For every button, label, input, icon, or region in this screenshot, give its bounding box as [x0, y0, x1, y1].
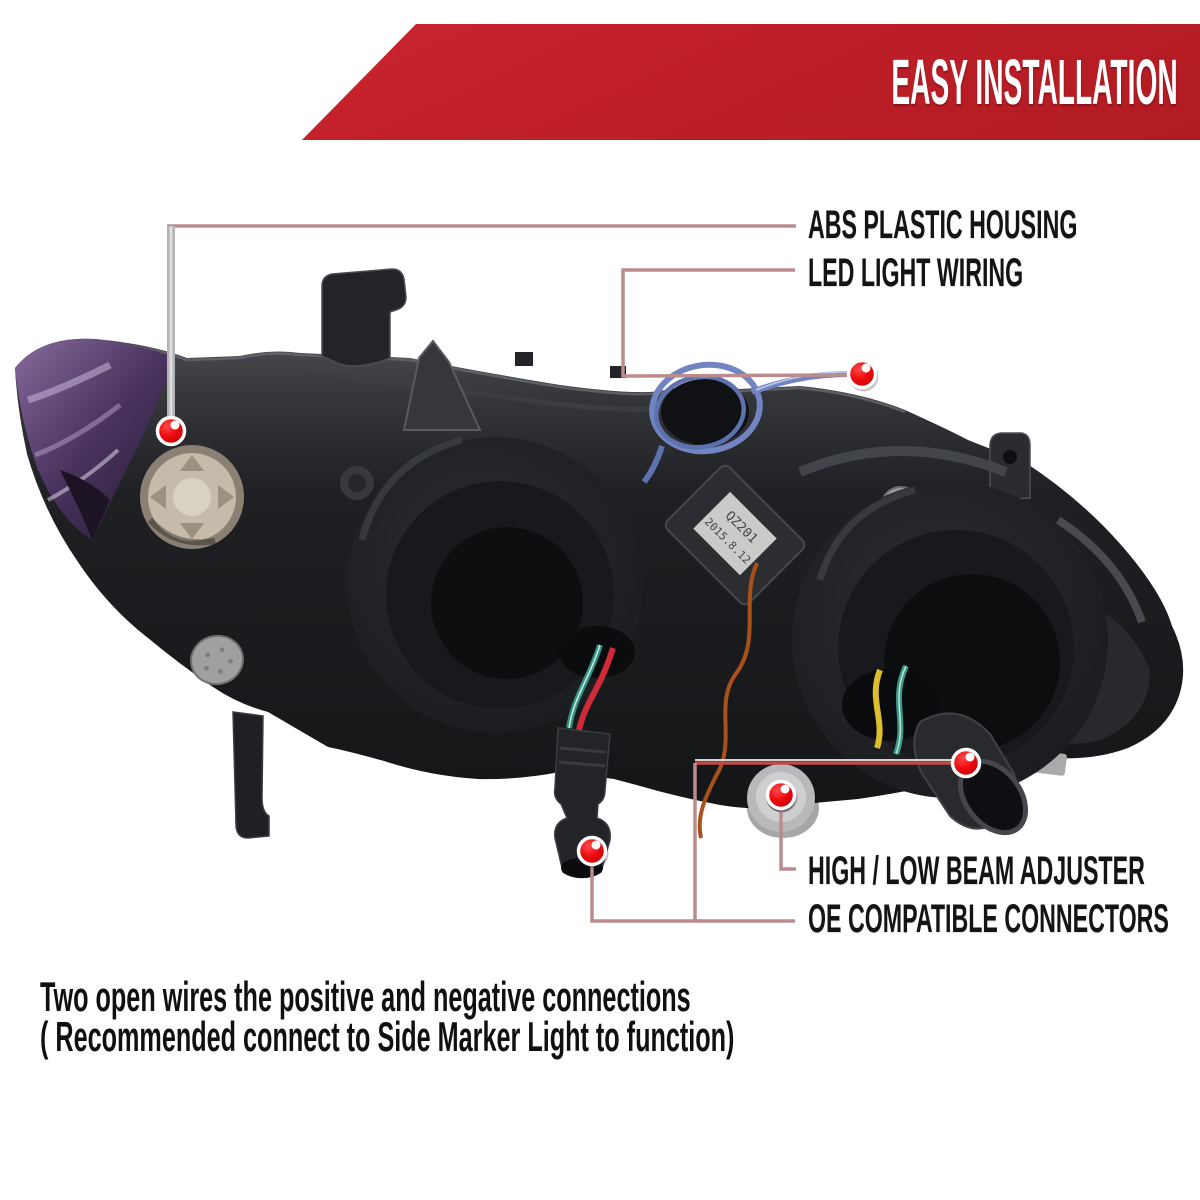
lens-tip [15, 338, 176, 540]
product-sticker [693, 491, 777, 576]
blue-wire-loop-outer [649, 361, 763, 455]
marker-dot-led [846, 358, 879, 392]
marker-dot-abs [155, 415, 188, 449]
ballast-module: QZ201 2015.8.12 [664, 464, 806, 606]
cap-dot [218, 669, 223, 674]
callout-high-low-beam-adjuster: HIGH / LOW BEAM ADJUSTER [808, 849, 1145, 893]
left-projector-bowl [347, 436, 643, 733]
bottom-bracket [232, 711, 270, 839]
right-tab [989, 432, 1031, 501]
yellow-wire [872, 668, 883, 749]
blue-wire-loop-inner [653, 374, 747, 450]
marker-dot-oe-right [950, 747, 983, 781]
bottom-bracket-body [232, 711, 270, 839]
dot-highlight [780, 784, 790, 794]
lens-dark-fang [60, 470, 110, 540]
dot-highlight [170, 420, 180, 430]
dot-body [765, 779, 797, 811]
left-socket-wires [566, 644, 616, 731]
right-arc-2 [1055, 516, 1146, 624]
orange-wire-path [697, 562, 759, 839]
teal-wire-left-core [568, 644, 601, 729]
red-wire [576, 647, 616, 731]
dot-body [950, 747, 982, 779]
connector-rib [559, 746, 607, 754]
right-bowl-hole [842, 669, 938, 741]
blue-wire-tail [641, 445, 665, 484]
blade-fin [402, 339, 482, 431]
gray-cap-left-body [190, 634, 244, 686]
cap-dot [204, 665, 209, 671]
right-bowl-rim-light [816, 486, 916, 581]
leader-led [621, 268, 849, 378]
dot-highlight [591, 840, 601, 850]
title-banner: EASY INSTALLATION [302, 24, 1200, 140]
right-arc-1 [798, 446, 1008, 477]
leader-lines [167, 224, 952, 923]
left-bowl-dome [431, 527, 583, 679]
right-tab-body [989, 432, 1031, 501]
callout-led-light-wiring: LED LIGHT WIRING [808, 251, 1024, 295]
teal-wire-right-core [895, 665, 907, 755]
dot-highlight [861, 363, 871, 373]
dot-highlight [965, 752, 975, 762]
socket-center [173, 478, 211, 516]
housing-ridge [299, 369, 661, 412]
lens-streak-1 [26, 361, 112, 404]
dot-body [155, 415, 187, 447]
lens-streak-3 [47, 448, 120, 502]
callout-oe-compatible-connectors: OE COMPATIBLE CONNECTORS [808, 897, 1169, 941]
leader-adjuster [779, 810, 796, 871]
callout-abs-plastic-housing: ABS PLASTIC HOUSING [808, 203, 1078, 247]
dot-body [576, 835, 608, 867]
cap-dot [228, 658, 233, 664]
banner-title: EASY INSTALLATION [891, 46, 1178, 118]
orange-wire [697, 562, 759, 839]
footnote-line1: Two open wires the positive and negative… [40, 973, 691, 1020]
bulb-socket [140, 445, 244, 549]
dot-body [846, 358, 878, 390]
footnote-line2: ( Recommended connect to Side Marker Lig… [40, 1013, 735, 1060]
marker-dot-oe-left [576, 835, 609, 869]
cap-dot [205, 652, 211, 658]
dark-knob-center [348, 474, 366, 492]
led-wiring-blue [641, 361, 850, 484]
beam-wires-right [872, 664, 909, 756]
blue-loop-hole [661, 379, 749, 445]
marker-dots [155, 358, 983, 869]
footnote: Two open wires the positive and negative… [40, 973, 735, 1060]
connector-rib [558, 760, 606, 768]
right-tab-hole [1003, 450, 1017, 464]
left-bowl-rim-light [358, 436, 463, 541]
gray-cap-left [190, 634, 244, 686]
top-bracket [321, 268, 407, 367]
cap-dot [219, 647, 225, 653]
leader-oe-left [590, 864, 695, 923]
socket-shadow [147, 517, 216, 546]
marker-dot-adjuster [765, 779, 798, 813]
edge-clip-1 [515, 352, 533, 366]
lens-streak-2 [34, 403, 122, 458]
